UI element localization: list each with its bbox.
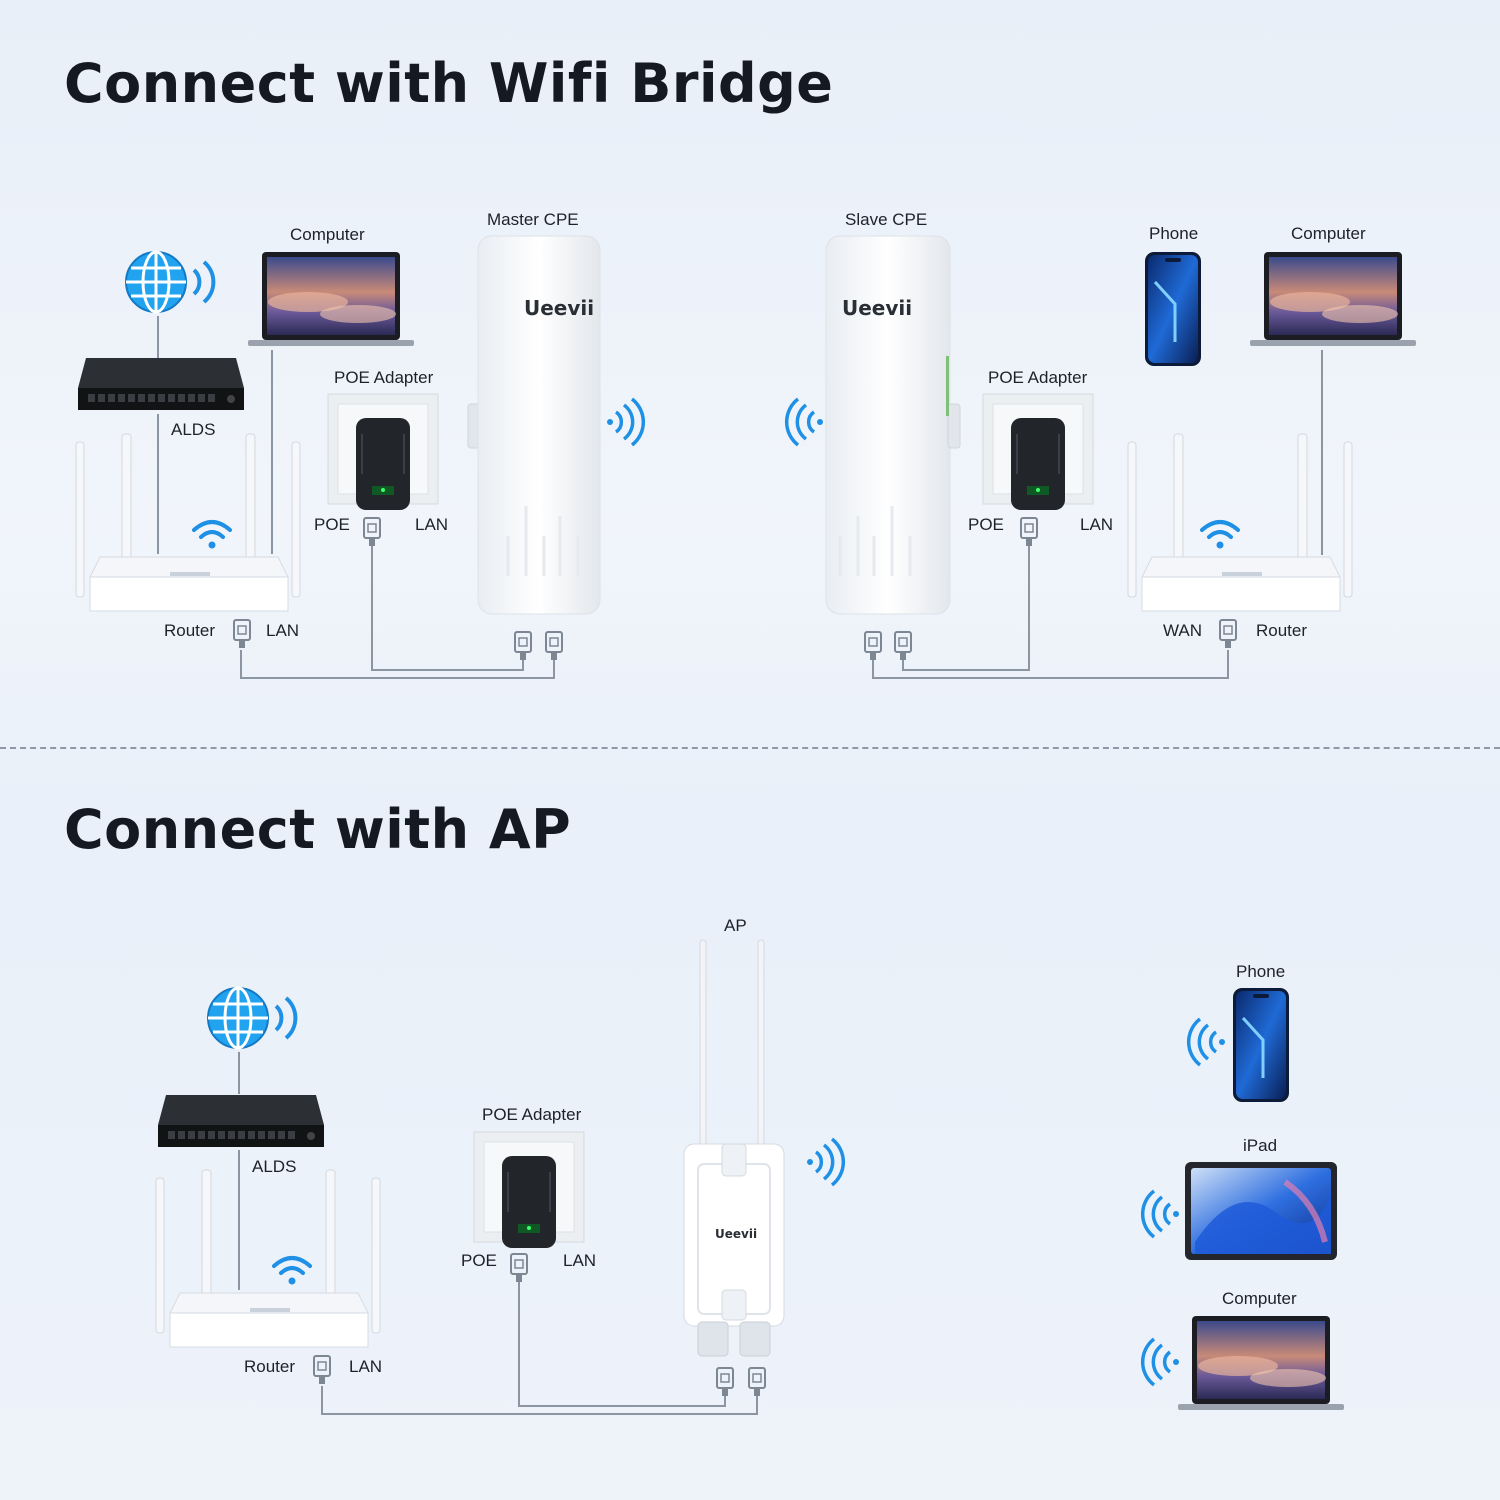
poe-label: POE	[461, 1251, 497, 1270]
wire	[157, 414, 159, 554]
wire	[522, 658, 524, 670]
poe-adapter	[473, 1131, 585, 1248]
ethernet-port-icon	[514, 631, 532, 660]
wire	[902, 669, 1030, 671]
poe-label: POE	[968, 515, 1004, 534]
wire	[321, 1413, 758, 1415]
ethernet-port-icon	[1219, 619, 1237, 648]
ethernet-port-icon	[716, 1367, 734, 1396]
phone-label: Phone	[1236, 962, 1286, 981]
bridge-title: Connect with Wifi Bridge	[64, 52, 834, 115]
wifi-icon	[1200, 520, 1240, 549]
signal-waves-icon	[807, 1137, 846, 1187]
router	[155, 1169, 381, 1348]
wire	[756, 1394, 758, 1414]
tablet	[1185, 1162, 1337, 1260]
alds-modem	[158, 1095, 324, 1147]
wifi-icon	[272, 1256, 312, 1285]
poe-adapter-label: POE Adapter	[482, 1105, 582, 1124]
signal-waves-icon	[1186, 1017, 1225, 1067]
wan-label: WAN	[1163, 621, 1203, 640]
section-divider	[0, 747, 1500, 749]
router-label: Router	[1256, 621, 1308, 640]
wire	[157, 316, 159, 358]
wire	[1321, 350, 1323, 555]
phone-label: Phone	[1149, 224, 1199, 243]
alds-modem	[78, 358, 244, 410]
wire	[872, 677, 1229, 679]
wire	[518, 1405, 726, 1407]
wire	[902, 658, 904, 670]
poe-lan-label: LAN	[563, 1251, 597, 1270]
computer-label: Computer	[1222, 1289, 1297, 1308]
wire	[553, 658, 555, 678]
wire	[724, 1394, 726, 1406]
wire	[371, 546, 373, 670]
wire	[271, 350, 273, 554]
wire	[371, 669, 524, 671]
poe-lan-label: LAN	[1080, 515, 1114, 534]
wifi-icon	[192, 520, 232, 549]
computer-label: Computer	[1291, 224, 1366, 243]
ethernet-port-icon	[545, 631, 563, 660]
router	[75, 433, 301, 612]
signal-waves-icon	[1140, 1189, 1179, 1239]
router-label: Router	[164, 621, 216, 640]
wire	[240, 677, 555, 679]
ipad-label: iPad	[1243, 1136, 1278, 1155]
wire	[238, 1150, 240, 1290]
slave-cpe-logo: Ueevii	[842, 296, 913, 320]
wire	[1028, 546, 1030, 670]
signal-waves-icon	[784, 397, 823, 447]
ethernet-port-icon	[894, 631, 912, 660]
ethernet-port-icon	[313, 1355, 331, 1384]
computer-label: Computer	[290, 225, 365, 244]
poe-adapter	[327, 393, 439, 510]
lan-label: LAN	[349, 1357, 383, 1376]
ap-title: Connect with AP	[64, 798, 572, 861]
wire	[240, 650, 242, 678]
laptop-computer	[1178, 1316, 1344, 1410]
signal-waves-icon	[1140, 1337, 1179, 1387]
router	[1127, 433, 1353, 612]
alds-label: ALDS	[171, 420, 216, 439]
laptop-computer	[1250, 252, 1416, 346]
poe-label: POE	[314, 515, 350, 534]
router-label: Router	[244, 1357, 296, 1376]
master-cpe-label: Master CPE	[487, 210, 579, 229]
ethernet-port-icon	[864, 631, 882, 660]
globe-icon	[207, 986, 298, 1050]
ethernet-port-icon	[233, 619, 251, 648]
poe-adapter-label: POE Adapter	[988, 368, 1088, 387]
globe-icon	[125, 250, 216, 314]
wire	[1227, 650, 1229, 678]
access-point	[683, 939, 785, 1357]
smartphone	[1145, 252, 1201, 366]
ap-logo: Ueevii	[715, 1227, 758, 1241]
poe-lan-label: LAN	[415, 515, 449, 534]
lan-label: LAN	[266, 621, 300, 640]
wire	[238, 1052, 240, 1094]
ethernet-port-icon	[363, 517, 381, 546]
signal-waves-icon	[607, 397, 646, 447]
poe-adapter-label: POE Adapter	[334, 368, 434, 387]
smartphone	[1233, 988, 1289, 1102]
master-cpe	[467, 235, 601, 615]
wire	[872, 658, 874, 678]
poe-adapter	[982, 393, 1094, 510]
wire	[518, 1282, 520, 1406]
slave-cpe-label: Slave CPE	[845, 210, 928, 229]
ethernet-port-icon	[748, 1367, 766, 1396]
ethernet-port-icon	[1020, 517, 1038, 546]
wire	[321, 1386, 323, 1414]
ethernet-port-icon	[510, 1253, 528, 1282]
laptop-computer	[248, 252, 414, 346]
master-cpe-logo: Ueevii	[524, 296, 595, 320]
ap-label: AP	[724, 916, 747, 935]
slave-cpe	[825, 235, 961, 615]
alds-label: ALDS	[252, 1157, 297, 1176]
